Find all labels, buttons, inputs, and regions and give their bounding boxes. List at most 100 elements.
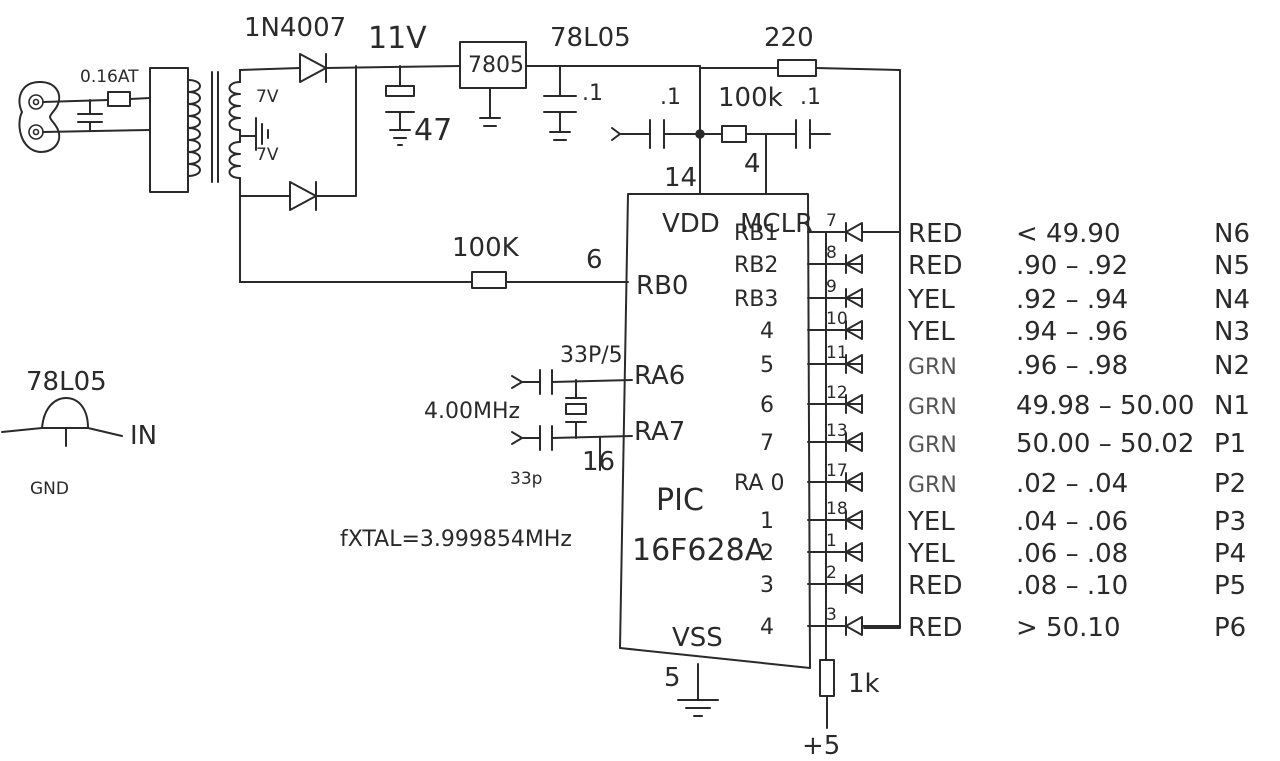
fuse bbox=[107, 91, 151, 107]
ic-mclr-label: MCLR bbox=[740, 209, 813, 239]
res-1k-label: 1k bbox=[848, 669, 880, 699]
range-code-label: P3 bbox=[1214, 507, 1246, 537]
mclr-pullup bbox=[699, 119, 831, 195]
freq-range-label: .06 – .08 bbox=[1016, 539, 1128, 569]
transformer bbox=[149, 67, 241, 283]
regulator-box-label: 7805 bbox=[468, 53, 524, 78]
pin-14-label: 14 bbox=[664, 163, 697, 193]
crystal-label: 4.00MHz bbox=[424, 399, 520, 424]
res-100k-rb0-label: 100K bbox=[452, 233, 520, 263]
cap-47-label: 47 bbox=[414, 113, 452, 148]
freq-range-label: 49.98 – 50.00 bbox=[1016, 391, 1194, 421]
led-pin-number: 7 bbox=[826, 211, 837, 231]
led-pin-number: 2 bbox=[826, 563, 837, 583]
range-code-label: N6 bbox=[1214, 219, 1250, 249]
led-color-label: RED bbox=[908, 613, 963, 643]
range-code-label: N3 bbox=[1214, 317, 1250, 347]
ic-part-label: 16F628A bbox=[632, 533, 766, 568]
led-color-label: YEL bbox=[907, 285, 955, 315]
fuse-label: 0.16AT bbox=[80, 67, 139, 87]
pinout-title-label: 78L05 bbox=[26, 367, 107, 397]
ic-pic-label: PIC bbox=[656, 483, 704, 518]
led-pin-number: 3 bbox=[826, 605, 837, 625]
range-code-label: P2 bbox=[1214, 469, 1246, 499]
led bbox=[825, 288, 863, 308]
ic-vdd-label: VDD bbox=[662, 209, 720, 239]
fxtal-label: fXTAL=3.999854MHz bbox=[340, 527, 572, 552]
regulator-7805 bbox=[459, 41, 701, 127]
vss-ground bbox=[677, 663, 719, 717]
led-pin-number: 10 bbox=[826, 309, 848, 329]
range-code-label: P5 bbox=[1214, 571, 1246, 601]
ic-pin-label: 4 bbox=[760, 319, 774, 344]
range-code-label: P4 bbox=[1214, 539, 1246, 569]
led-common-supply bbox=[819, 231, 835, 729]
led-color-label: YEL bbox=[907, 539, 955, 569]
led-pin-number: 1 bbox=[826, 531, 837, 551]
regulator-part-label: 78L05 bbox=[550, 23, 631, 53]
output-capacitor-01 bbox=[543, 65, 577, 141]
led-pin-number: 17 bbox=[826, 461, 848, 481]
range-code-label: P1 bbox=[1214, 429, 1246, 459]
led-color-label: GRN bbox=[908, 395, 957, 420]
freq-range-label: .04 – .06 bbox=[1016, 507, 1128, 537]
led-color-label: RED bbox=[908, 571, 963, 601]
led bbox=[825, 542, 863, 562]
led bbox=[825, 354, 863, 374]
range-code-label: N2 bbox=[1214, 351, 1250, 381]
suppression-capacitor bbox=[77, 99, 103, 131]
range-code-label: N4 bbox=[1214, 285, 1250, 315]
filter-capacitor-47 bbox=[385, 65, 415, 146]
led-color-label: RED bbox=[908, 251, 963, 281]
led bbox=[845, 616, 901, 636]
resistor-220 bbox=[699, 59, 901, 629]
led-pin-number: 12 bbox=[826, 383, 848, 403]
ic-pin-label: RB2 bbox=[734, 253, 778, 278]
led bbox=[825, 472, 863, 492]
resistor-220-label: 220 bbox=[764, 23, 814, 53]
freq-range-label: .08 – .10 bbox=[1016, 571, 1128, 601]
cap-01-a-label: .1 bbox=[582, 81, 603, 106]
led-color-label: GRN bbox=[908, 355, 957, 380]
freq-range-label: .96 – .98 bbox=[1016, 351, 1128, 381]
ic-ra7-label: RA7 bbox=[634, 417, 685, 447]
winding-1-label: 7V bbox=[256, 87, 279, 107]
pinout-in-label: IN bbox=[130, 421, 157, 451]
led-color-label: GRN bbox=[908, 473, 957, 498]
regulator-pinout bbox=[1, 397, 123, 447]
led-color-label: GRN bbox=[908, 433, 957, 458]
range-code-label: N1 bbox=[1214, 391, 1250, 421]
cap-01-b-label: .1 bbox=[660, 85, 681, 110]
ic-pin-label: 7 bbox=[760, 431, 774, 456]
ic-pin-label: 6 bbox=[760, 393, 774, 418]
plus5-label: +5 bbox=[802, 731, 840, 761]
freq-range-label: > 50.10 bbox=[1016, 613, 1120, 643]
pic-chip bbox=[619, 193, 811, 669]
freq-range-label: .92 – .94 bbox=[1016, 285, 1128, 315]
range-code-label: N5 bbox=[1214, 251, 1250, 281]
crystal-oscillator bbox=[511, 369, 633, 471]
diode-part-label: 1N4007 bbox=[244, 13, 346, 43]
ic-pin-label: RA 0 bbox=[734, 471, 784, 496]
freq-range-label: .02 – .04 bbox=[1016, 469, 1128, 499]
center-tap-ground bbox=[239, 117, 269, 151]
led bbox=[825, 432, 863, 452]
res-100k-mclr-label: 100k bbox=[718, 83, 783, 113]
ic-pin-label: 2 bbox=[760, 541, 774, 566]
cap-33p-top-label: 33P/5 bbox=[560, 343, 623, 368]
led-pin-number: 9 bbox=[826, 277, 837, 297]
led bbox=[825, 394, 863, 414]
rb0-sense bbox=[239, 271, 629, 289]
ic-pin-label: RB1 bbox=[734, 221, 778, 246]
led bbox=[825, 574, 863, 594]
ic-pin-label: RB3 bbox=[734, 287, 778, 312]
ic-pin-label: 4 bbox=[760, 615, 774, 640]
rectifier-diodes bbox=[239, 53, 461, 211]
freq-range-label: .94 – .96 bbox=[1016, 317, 1128, 347]
led-color-label: YEL bbox=[907, 317, 955, 347]
winding-2-label: 7V bbox=[256, 145, 279, 165]
led bbox=[825, 254, 863, 274]
pin-6-rb0-label: 6 bbox=[586, 245, 603, 275]
